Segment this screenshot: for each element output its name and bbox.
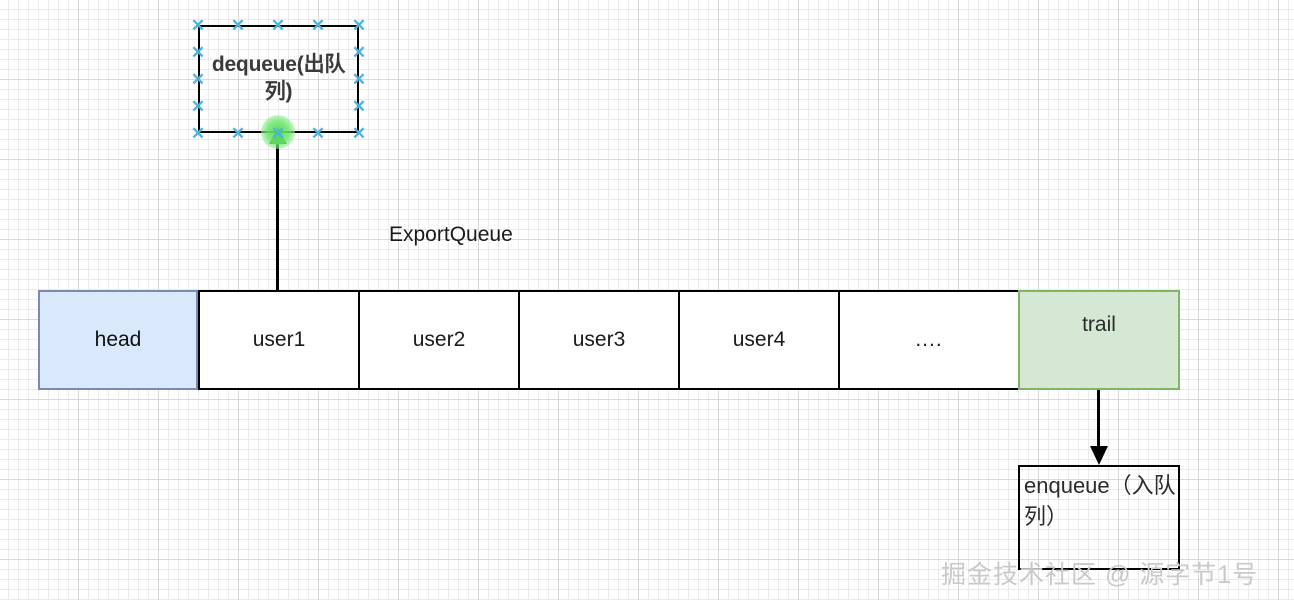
dequeue-connector-line[interactable]: [276, 133, 279, 290]
queue-cell-head-label: head: [94, 328, 142, 351]
selection-handle-top-left[interactable]: [191, 18, 206, 33]
selection-handle-left-1[interactable]: [191, 45, 206, 60]
selection-handle-top-1[interactable]: [231, 18, 246, 33]
selection-handle-left-center[interactable]: [191, 72, 206, 87]
selection-handle-right-1[interactable]: [352, 45, 367, 60]
enqueue-arrowhead-icon: [1089, 446, 1108, 465]
queue-cell-trail[interactable]: trail: [1018, 290, 1180, 390]
queue-cell-user4[interactable]: user4: [678, 290, 838, 390]
queue-cell-user2[interactable]: user2: [358, 290, 518, 390]
selection-handle-right-center[interactable]: [352, 72, 367, 87]
enqueue-node[interactable]: enqueue（入队列）: [1018, 465, 1180, 570]
selection-handle-top-2[interactable]: [311, 18, 326, 33]
export-queue-label: ExportQueue: [389, 223, 513, 246]
queue-container: head user1 user2 user3 user4 .... trail: [38, 290, 1180, 390]
queue-cell-head[interactable]: head: [38, 290, 198, 390]
queue-cell-ellipsis[interactable]: ....: [838, 290, 1018, 390]
selection-handle-top-center[interactable]: [271, 18, 286, 33]
queue-cell-user3[interactable]: user3: [518, 290, 678, 390]
dequeue-node-label: dequeue(出队列): [211, 53, 346, 103]
queue-cell-trail-label: trail: [1082, 313, 1116, 336]
queue-cell-user3-label: user3: [572, 328, 626, 351]
selection-handle-bottom-1[interactable]: [231, 126, 246, 141]
enqueue-connector-line[interactable]: [1097, 390, 1100, 452]
watermark-text: 掘金技术社区 @ 源字节1号: [941, 561, 1259, 589]
queue-cell-user4-label: user4: [732, 328, 786, 351]
selection-handle-right-2[interactable]: [352, 99, 367, 114]
queue-cell-user2-label: user2: [412, 328, 466, 351]
selection-handle-left-2[interactable]: [191, 99, 206, 114]
selection-handle-bottom-2[interactable]: [311, 126, 326, 141]
selection-handle-bottom-right[interactable]: [352, 126, 367, 141]
enqueue-node-label: enqueue（入队列）: [1024, 473, 1176, 530]
queue-cell-ellipsis-label: ....: [915, 328, 943, 351]
selection-handle-bottom-left[interactable]: [191, 126, 206, 141]
selection-handle-bottom-center[interactable]: [271, 126, 286, 141]
selection-handle-top-right[interactable]: [352, 18, 367, 33]
queue-cell-user1[interactable]: user1: [198, 290, 358, 390]
queue-cell-user1-label: user1: [252, 328, 306, 351]
